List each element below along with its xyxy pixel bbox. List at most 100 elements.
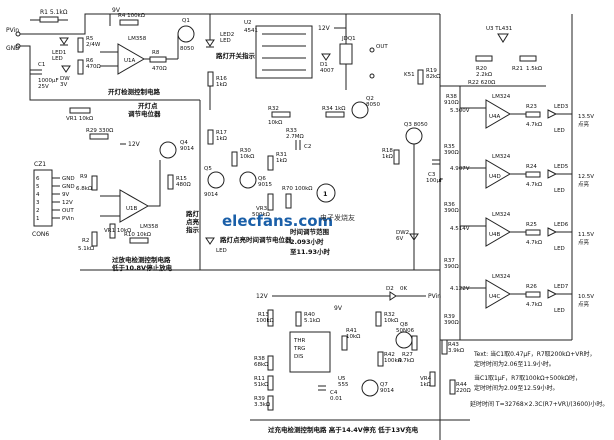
label-street-ind: 路灯 (186, 209, 200, 218)
note-line4: 定时时间为2.09至12.59小时。 (474, 384, 559, 392)
label-r33: R33 (286, 128, 297, 134)
input-section: PVin GND R1 5.1kΩ LED1 LED C1 1000μF 25V… (6, 7, 230, 122)
label-q1v: 8050 (180, 46, 194, 52)
label-c1: C1 (38, 62, 45, 68)
label-dw2: DW2 (396, 230, 409, 236)
label-r24v: 4.7kΩ (526, 182, 542, 188)
label-r36: R36 (444, 202, 455, 208)
pot-vr1 (69, 107, 91, 114)
label-v125: 12.5V (578, 174, 594, 180)
relay-jdq1 (339, 43, 353, 65)
label-r31v: 1kΩ (276, 158, 287, 164)
label-r6: R6 (86, 58, 94, 64)
label-lm324d: LM324 (492, 274, 511, 280)
label-r11: R11 (254, 376, 265, 382)
svg-text:1: 1 (36, 216, 40, 222)
label-lit2: 点亮 (578, 180, 590, 188)
label-r6v: 470Ω (86, 64, 101, 70)
label-q7: Q7 (380, 382, 388, 388)
label-cz1: CZ1 (34, 161, 46, 168)
label-led6t: LED (554, 308, 565, 314)
label-c2: C2 (304, 144, 311, 150)
led2-icon (205, 39, 215, 47)
connector-cz1: CZ1 6 5 4 3 2 1 GND GND 9V 12V OUT PVin … (32, 161, 75, 238)
label-r5: R5 (86, 36, 94, 42)
opamp-u1a (117, 43, 146, 75)
label-led-street: LED (216, 248, 227, 254)
label-r26v: 4.7kΩ (526, 302, 542, 308)
svg-text:THR: THR (293, 338, 305, 344)
label-u2v: 4541 (244, 28, 258, 34)
label-lm324c: LM324 (492, 212, 511, 218)
ic-u5-555 (289, 331, 331, 373)
label-r19v: 82kΩ (426, 74, 440, 80)
label-q6: Q6 (258, 176, 266, 182)
mosfet-q8 (395, 331, 413, 349)
svg-text:4: 4 (36, 192, 40, 198)
label-r9: R9 (80, 174, 88, 180)
label-r23: R23 (526, 104, 537, 110)
label-r44v: 220Ω (456, 388, 471, 394)
circle-marker (316, 183, 336, 203)
label-r44: R44 (456, 382, 467, 388)
opamp-u1b (119, 189, 150, 223)
label-vr4: VR4 (420, 376, 432, 382)
transistor-q5 (207, 171, 225, 189)
label-time-range3: 至11.93小时 (290, 247, 331, 256)
label-r21: R21 (512, 66, 523, 72)
label-lm358b: LM358 (140, 224, 159, 230)
over-discharge-section: R29 330Ω 12V Q4 9014 R15 480Ω R9 6.8kΩ U… (76, 128, 194, 272)
label-r32bv: 10kΩ (384, 318, 398, 324)
svg-text:3: 3 (36, 200, 40, 206)
label-v4122: 4.122V (450, 286, 470, 292)
label-lit1: 点亮 (578, 120, 590, 128)
svg-text:TRG: TRG (293, 346, 305, 352)
label-r38v: 910Ω (444, 100, 459, 106)
label-out: OUT (376, 44, 388, 50)
svg-text:DIS: DIS (294, 354, 304, 360)
label-r39bv: 3.3kΩ (254, 402, 270, 408)
label-9v: 9V (112, 7, 121, 14)
label-k51: K51 (404, 72, 415, 78)
label-r4: R4 100kΩ (118, 13, 145, 19)
pin-gnd2: GND (62, 184, 75, 190)
label-q6v: 9015 (258, 182, 272, 188)
resistor-r8 (149, 56, 167, 63)
label-r27v: 4.7kΩ (398, 358, 414, 364)
label-gnd: GND (6, 45, 20, 52)
label-r15: R15 (176, 176, 187, 182)
label-r32v: 10kΩ (268, 120, 282, 126)
label-q8: Q8 (400, 322, 408, 328)
pin-12v: 12V (62, 200, 73, 206)
label-r5v: 2/4W (86, 42, 101, 48)
label-con6: CON6 (32, 231, 49, 238)
label-lit3: 点亮 (578, 238, 590, 246)
label-r21v: 1.5kΩ (526, 66, 542, 72)
label-r22: R22 620Ω (468, 80, 495, 86)
label-v115: 11.5V (578, 232, 594, 238)
resistor-r2 (91, 231, 98, 247)
label-led1: LED1 (52, 50, 66, 56)
transistor-q2 (351, 101, 369, 119)
label-lm324b: LM324 (492, 154, 511, 160)
resistor-r4 (119, 19, 139, 26)
label-r70: R70 100kΩ (282, 186, 312, 192)
label-led6: LED7 (554, 284, 569, 290)
label-time-range: 时间调节范围 (290, 227, 330, 236)
label-q2: Q2 (366, 96, 374, 102)
label-r16v: 1kΩ (216, 82, 227, 88)
note-line5: 延时时间 T=32768×2.3C(R7+VR)/(3600)小时。 (470, 400, 608, 408)
label-dw1: DW (60, 76, 70, 82)
label-d1b: D1 (320, 62, 328, 68)
label-r2: R2 (82, 238, 89, 244)
label-r32b: R32 (384, 312, 395, 318)
label-u5: U5 (338, 376, 346, 382)
label-r25: R25 (526, 222, 537, 228)
label-u4b: U4D (489, 174, 501, 180)
label-led3t: LED (554, 128, 565, 134)
label-street-ind2: 点亮 (186, 217, 200, 226)
transistor-q3 (405, 127, 423, 145)
label-street-led: 路灯开关指示 (216, 51, 256, 60)
label-q8v: 50N06 (396, 328, 415, 334)
label-q2v: 8050 (366, 102, 380, 108)
